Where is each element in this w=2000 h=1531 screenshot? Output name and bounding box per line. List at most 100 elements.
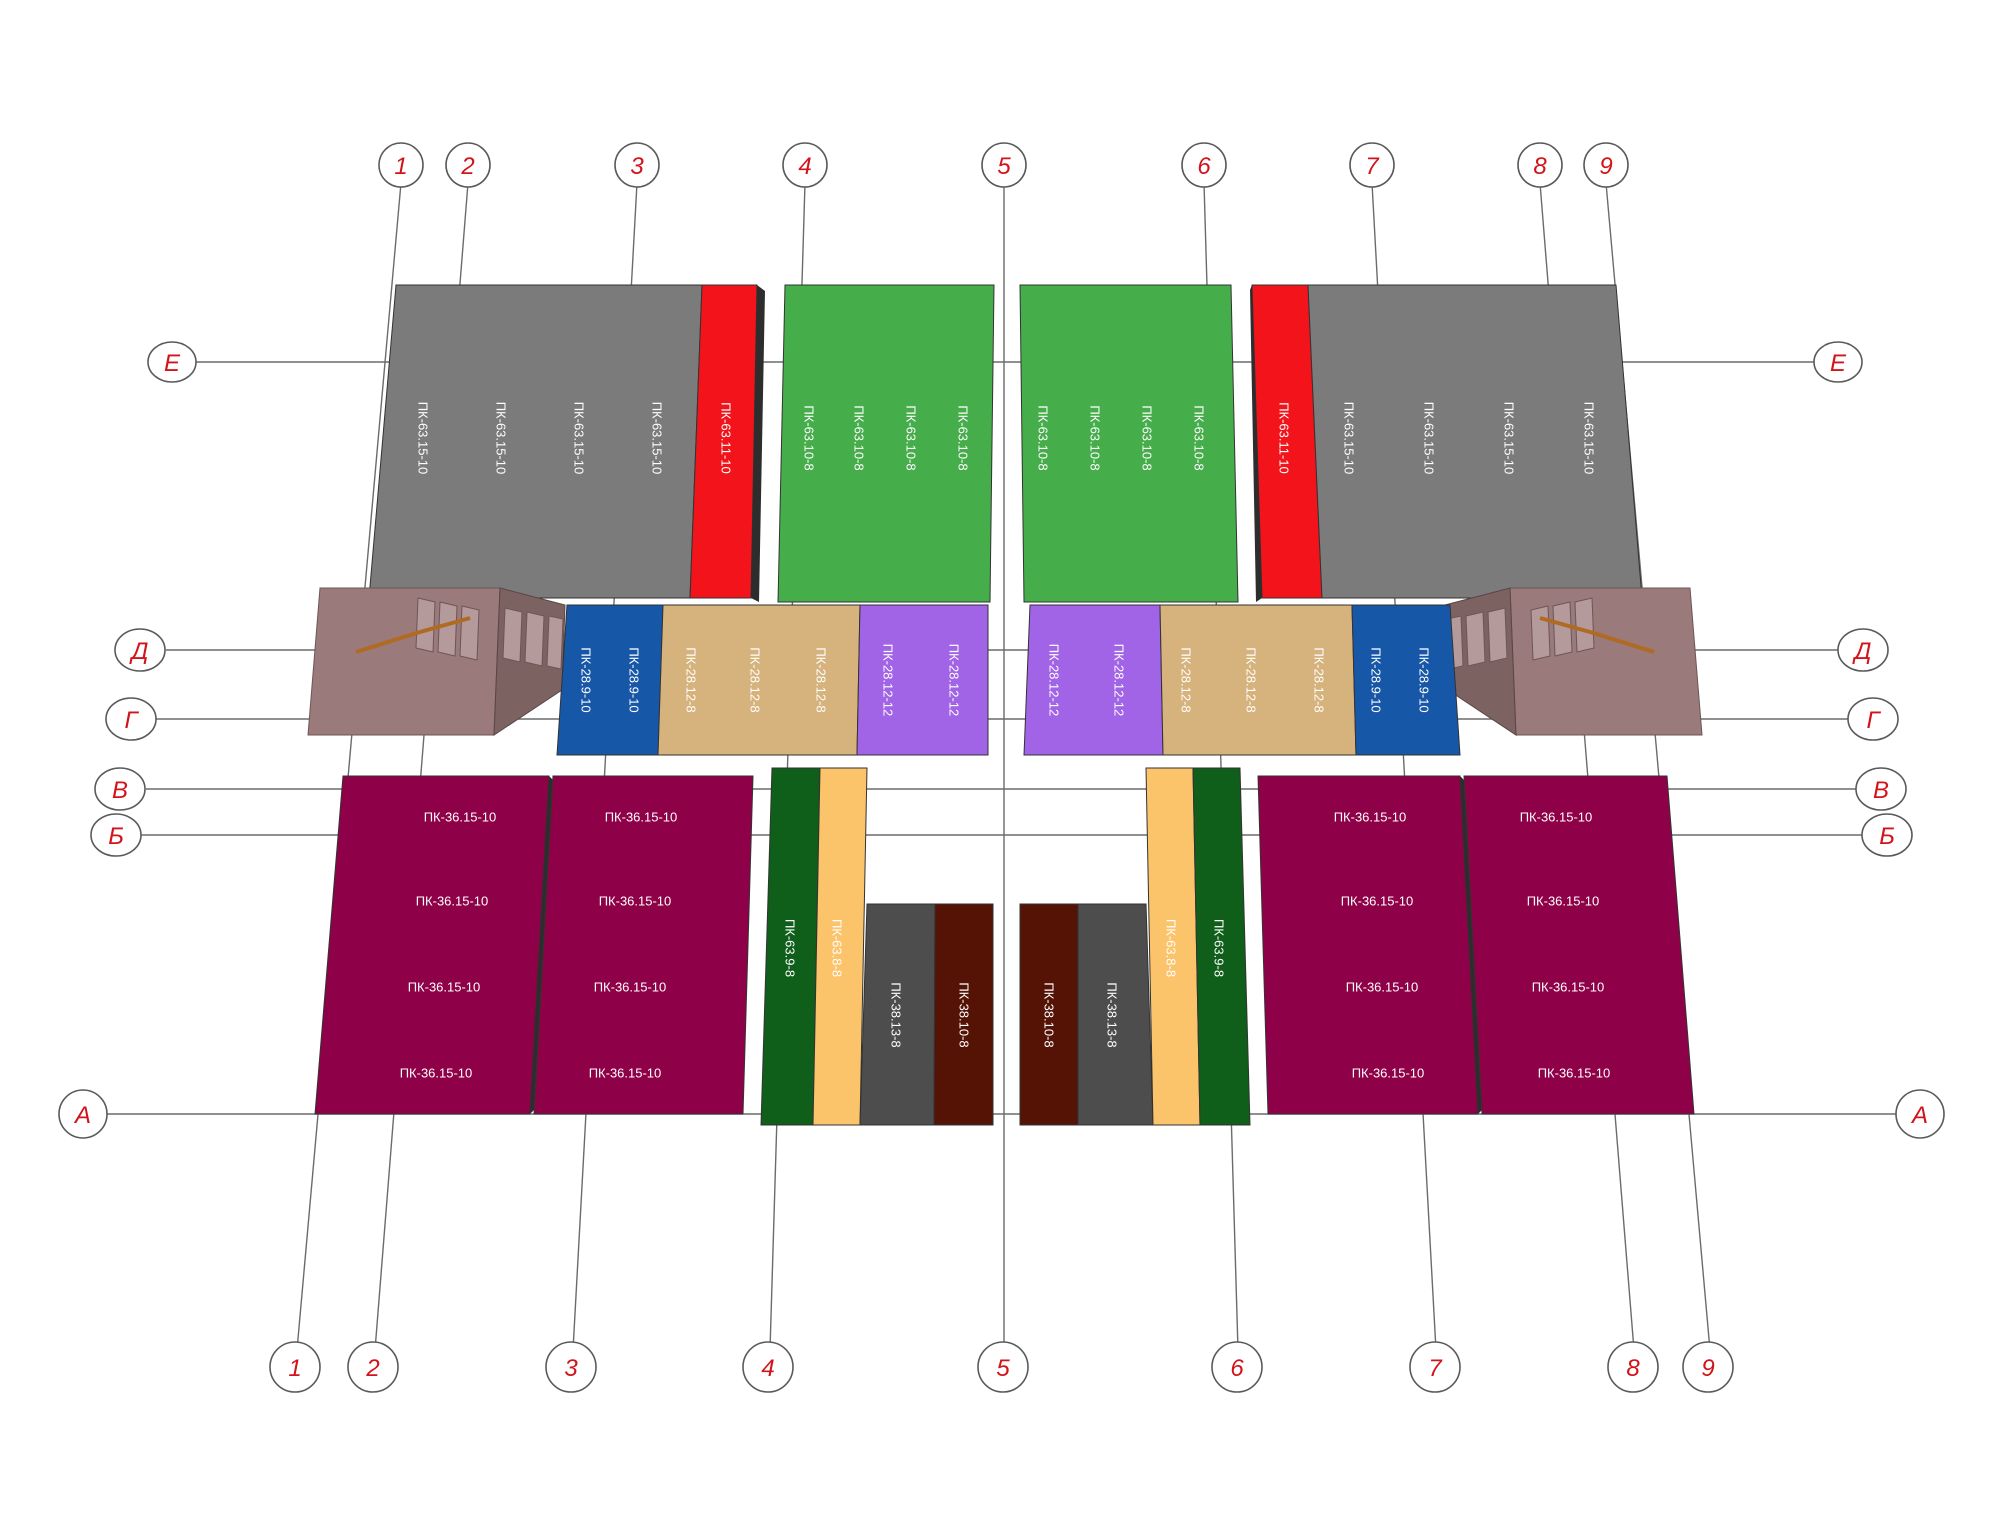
axis-bubbles-bottom: 1 2 3 4 5 6 7 8 9 — [269, 1341, 1734, 1393]
slab-label: ПК-63.15-10 — [494, 402, 509, 475]
slab-edge-maroon-3 — [1460, 776, 1482, 1114]
slab-label: ПК-63.15-10 — [1502, 402, 1517, 475]
axis-bubble-top-6 — [1181, 142, 1227, 188]
slab-label: ПК-63.10-8 — [852, 405, 867, 470]
slab-block-mid-left-blue — [556, 604, 664, 756]
slab-block-maroon-1 — [314, 775, 550, 1115]
slab-edge-maroon-1 — [530, 776, 553, 1114]
slab-label: ПК-36.15-10 — [1527, 893, 1600, 908]
axis-label-left-v: В — [112, 777, 128, 804]
axis-label-top-6: 6 — [1197, 153, 1211, 180]
stair-steps-left — [415, 597, 564, 670]
axis-bubble-bottom-3 — [545, 1341, 597, 1393]
slab-block-mid-left-purple — [856, 604, 989, 756]
axis-bubble-top-1 — [378, 142, 424, 188]
axis-label-bottom-5: 5 — [996, 1355, 1010, 1382]
axis-label-right-d: Д — [1852, 638, 1872, 665]
slab-block-mid-right-purple — [1023, 604, 1164, 756]
slab-label: ПК-36.15-10 — [1532, 979, 1605, 994]
slab-label: ПК-63.10-8 — [802, 405, 817, 470]
axis-bubble-left-g — [105, 697, 157, 741]
axis-bubble-right-a — [1895, 1089, 1945, 1139]
axis-bubble-bottom-5 — [977, 1341, 1029, 1393]
slab-label: ПК-63.15-10 — [650, 402, 665, 475]
slab-label: ПК-36.15-10 — [605, 809, 678, 824]
slab-label: ПК-28.9-10 — [1369, 647, 1384, 712]
axis-bubble-top-3 — [614, 142, 660, 188]
slab-block-maroon-4 — [1463, 775, 1695, 1115]
slab-label: ПК-28.12-8 — [1244, 647, 1259, 712]
slab-label: ПК-36.15-10 — [400, 1065, 473, 1080]
axis-label-bottom-8: 8 — [1626, 1355, 1640, 1382]
slab-label: ПК-38.13-8 — [889, 982, 904, 1047]
slab-label: ПК-63.15-10 — [1422, 402, 1437, 475]
slab-edge-top-left — [751, 285, 765, 602]
slab-label: ПК-36.15-10 — [416, 893, 489, 908]
axis-label-top-8: 8 — [1533, 153, 1547, 180]
axis-label-left-b: Б — [108, 823, 124, 850]
middle-zone-slabs — [556, 604, 1461, 756]
slab-label: ПК-63.11-10 — [1277, 402, 1292, 474]
top-zone-slabs — [368, 284, 1643, 603]
axis-label-left-e: Е — [164, 350, 181, 377]
axis-bubble-top-4 — [782, 142, 828, 188]
stairwell-left — [307, 587, 566, 736]
stairwell-right — [1444, 587, 1703, 736]
slab-label: ПК-63.8-8 — [830, 919, 845, 977]
axis-label-top-1: 1 — [394, 153, 407, 180]
axis-label-top-2: 2 — [460, 153, 474, 180]
slab-label: ПК-36.15-10 — [599, 893, 672, 908]
axis-label-top-4: 4 — [798, 153, 811, 180]
slab-label: ПК-63.15-10 — [416, 402, 431, 475]
axis-label-right-b: Б — [1879, 823, 1895, 850]
slab-label: ПК-36.15-10 — [589, 1065, 662, 1080]
axis-bubble-right-b — [1861, 813, 1913, 857]
axis-label-left-a: А — [73, 1102, 91, 1129]
axis-grid — [107, 182, 1896, 1351]
axis-bubble-bottom-9 — [1682, 1341, 1734, 1393]
slab-label: ПК-28.12-12 — [947, 644, 962, 717]
axis-bubbles-top: 1 2 3 4 5 6 7 8 9 — [378, 142, 1629, 188]
axis-label-top-9: 9 — [1599, 153, 1612, 180]
axis-bubble-right-d — [1837, 628, 1889, 672]
slab-block-maroon-3 — [1257, 775, 1479, 1115]
slab-label: ПК-63.10-8 — [1140, 405, 1155, 470]
axis-label-right-v: В — [1873, 777, 1889, 804]
slab-label: ПК-63.15-10 — [572, 402, 587, 475]
slab-label: ПК-36.15-10 — [1520, 809, 1593, 824]
axis-bubble-bottom-6 — [1211, 1341, 1263, 1393]
lower-zone-slabs — [314, 767, 1695, 1126]
slab-label: ПК-63.15-10 — [1582, 402, 1597, 475]
slab-label: ПК-63.10-8 — [1036, 405, 1051, 470]
axis-label-bottom-2: 2 — [365, 1355, 379, 1382]
axis-bubble-right-e — [1813, 341, 1863, 383]
axis-bubble-top-7 — [1349, 142, 1395, 188]
slab-label: ПК-63.10-8 — [904, 405, 919, 470]
slab-label: ПК-28.12-8 — [684, 647, 699, 712]
slab-label: ПК-28.12-12 — [1112, 644, 1127, 717]
axis-label-top-7: 7 — [1365, 153, 1380, 180]
slab-label: ПК-36.15-10 — [1352, 1065, 1425, 1080]
slab-label: ПК-63.10-8 — [1192, 405, 1207, 470]
slab-label: ПК-36.15-10 — [1334, 809, 1407, 824]
slab-label: ПК-36.15-10 — [594, 979, 667, 994]
axis-bubble-top-8 — [1517, 142, 1563, 188]
axis-bubble-top-5 — [981, 142, 1027, 188]
axis-label-bottom-6: 6 — [1230, 1355, 1244, 1382]
slab-label: ПК-38.13-8 — [1105, 982, 1120, 1047]
slab-label: ПК-28.12-8 — [1312, 647, 1327, 712]
slab-label: ПК-28.12-8 — [1179, 647, 1194, 712]
axis-bubbles-left: Е Д Г В Б А — [58, 341, 197, 1139]
slab-label: ПК-38.10-8 — [1042, 982, 1057, 1047]
axis-line-col-1 — [296, 182, 402, 1351]
slab-block-left-core-brown — [933, 903, 994, 1126]
axis-label-bottom-4: 4 — [761, 1355, 774, 1382]
slab-label: ПК-36.15-10 — [408, 979, 481, 994]
slab-label: ПК-36.15-10 — [1346, 979, 1419, 994]
axis-bubbles-right: Е Д Г В Б А — [1813, 341, 1945, 1139]
axis-bubble-left-a — [58, 1089, 108, 1139]
axis-label-top-3: 3 — [630, 153, 644, 180]
slab-label: ПК-63.10-8 — [1088, 405, 1103, 470]
slab-block-top-right-green — [1019, 284, 1239, 603]
